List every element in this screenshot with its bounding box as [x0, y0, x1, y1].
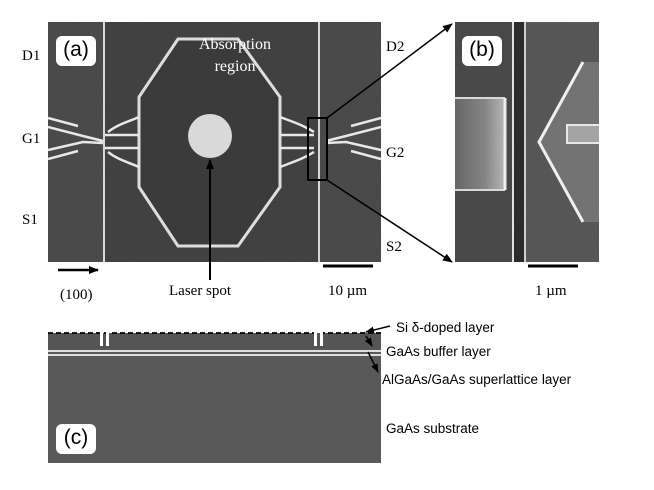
annotation-overlay	[58, 23, 578, 280]
terminal-g2: G2	[386, 145, 405, 161]
gate-electrode-left-2	[106, 330, 109, 346]
absorption-label-line2: region	[214, 58, 256, 75]
laser-spot-label: Laser spot	[169, 283, 232, 299]
superlattice-layer-label: AlGaAs/GaAs superlattice layer	[382, 372, 572, 387]
gate-electrode-right-2	[320, 330, 323, 346]
gate-electrode-left-1	[100, 330, 103, 346]
panel-b-tag: (b)	[462, 36, 502, 66]
zoom-box	[307, 117, 328, 181]
terminal-s1: S1	[22, 212, 38, 228]
substrate-layer-label: GaAs substrate	[386, 421, 480, 436]
terminal-d2: D2	[386, 39, 405, 55]
zoom-connector-top	[326, 23, 453, 119]
gate-electrode-right-1	[314, 330, 317, 346]
terminal-s2: S2	[386, 239, 402, 255]
delta-doped-layer-label: Si δ-doped layer	[396, 320, 495, 335]
zoom-connector-bottom	[326, 179, 453, 263]
panel-c-tag: (c)	[56, 424, 96, 454]
direction-label: (100)	[60, 287, 93, 303]
panel-c-cross-section	[48, 330, 381, 463]
buffer-arrow	[364, 335, 373, 347]
terminal-g1: G1	[22, 131, 41, 147]
superlattice-arrow	[367, 351, 379, 373]
scale-label-a: 10 µm	[328, 283, 368, 299]
absorption-region-label: Absorption region	[175, 34, 295, 78]
buffer-layer-label: GaAs buffer layer	[386, 344, 491, 359]
panel-a-sem-image	[48, 22, 381, 262]
laser-spot-marker	[188, 114, 232, 158]
absorption-label-line1: Absorption	[199, 36, 271, 53]
terminal-d1: D1	[22, 48, 41, 64]
panel-a-tag: (a)	[56, 36, 96, 66]
delta-doped-arrow	[365, 325, 391, 334]
scale-label-b: 1 µm	[535, 283, 567, 299]
